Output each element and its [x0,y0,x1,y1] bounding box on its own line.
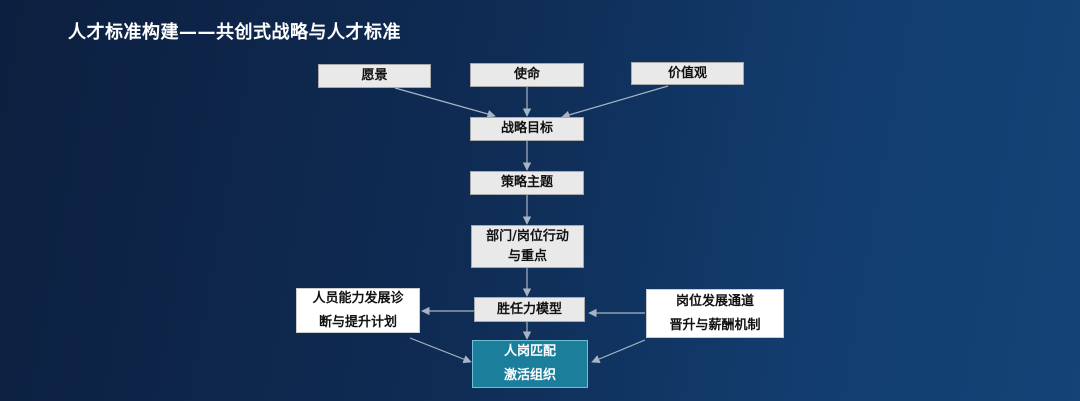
dept-action-box: 部门/岗位行动 与重点 [471,225,584,268]
vision-box: 愿景 [318,64,431,88]
strategic-goal-box: 战略目标 [470,117,584,141]
competency-model-label: 胜任力模型 [496,301,562,317]
mission-box: 使命 [470,63,584,87]
person-job-match-line1: 人岗匹配 [503,344,556,359]
strategic-goal-label: 战略目标 [500,121,553,136]
capability-diagnosis-line1: 人员能力发展诊 [312,290,404,306]
arrow-right-to-match [591,339,646,363]
person-job-match-line2: 激活组织 [503,368,556,383]
career-path-box: 岗位发展通道 晋升与薪酬机制 [646,289,784,338]
mission-label: 使命 [513,67,540,82]
career-path-line1: 岗位发展通道 [675,293,754,309]
capability-diagnosis-box: 人员能力发展诊 断与提升计划 [296,288,420,333]
arrow-left-to-match [409,337,472,364]
arrow-values-to-goal [561,85,669,119]
values-box: 价值观 [631,62,744,85]
career-path-line2: 晋升与薪酬机制 [669,317,761,333]
strategy-theme-label: 策略主题 [500,175,553,190]
capability-diagnosis-line2: 断与提升计划 [318,314,397,330]
strategy-theme-box: 策略主题 [470,171,584,195]
competency-model-box: 胜任力模型 [474,297,585,322]
values-label: 价值观 [667,65,707,81]
dept-action-line2: 与重点 [507,248,547,264]
dept-action-line1: 部门/岗位行动 [486,228,569,244]
page-title: 人才标准构建——共创式战略与人才标准 [68,22,401,43]
vision-label: 愿景 [361,68,388,83]
person-job-match-box: 人岗匹配 激活组织 [472,340,588,388]
arrow-vision-to-goal [394,87,496,119]
